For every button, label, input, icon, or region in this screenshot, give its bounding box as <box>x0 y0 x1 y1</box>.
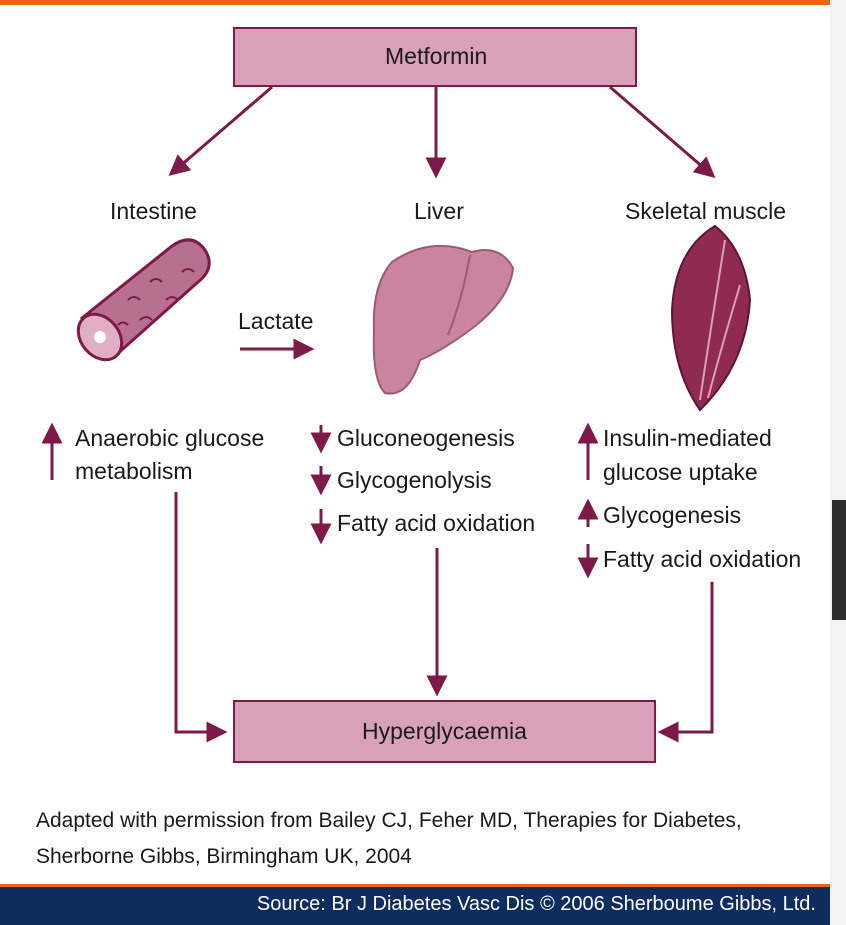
liver-icon <box>374 246 513 394</box>
hyperglycaemia-label: Hyperglycaemia <box>362 716 527 746</box>
liver-label: Liver <box>414 196 464 226</box>
muscle-effect-insulin-line2: glucose uptake <box>603 457 758 487</box>
arrow-metformin-muscle <box>610 87 712 175</box>
arrow-muscle-to-hyperglycaemia <box>662 582 712 732</box>
intestine-effect-line1: Anaerobic glucose <box>75 423 264 453</box>
muscle-effect-glycogenesis: Glycogenesis <box>603 500 741 530</box>
skeletal-muscle-icon <box>672 226 750 410</box>
metformin-label: Metformin <box>385 41 487 71</box>
source-footer: Source: Br J Diabetes Vasc Dis © 2006 Sh… <box>0 884 830 925</box>
arrow-intestine-to-hyperglycaemia <box>176 492 223 732</box>
liver-effect-glycogenolysis: Glycogenolysis <box>337 465 492 495</box>
skeletal-muscle-label: Skeletal muscle <box>625 196 786 226</box>
citation-caption: Adapted with permission from Bailey CJ, … <box>36 803 826 875</box>
intestine-effect-line2: metabolism <box>75 456 193 486</box>
muscle-effect-fatty-acid: Fatty acid oxidation <box>603 544 801 574</box>
intestine-label: Intestine <box>110 196 197 226</box>
arrow-metformin-intestine <box>172 87 272 173</box>
citation-line-2: Sherborne Gibbs, Birmingham UK, 2004 <box>36 839 826 875</box>
lactate-label: Lactate <box>238 306 313 336</box>
liver-effect-fatty-acid: Fatty acid oxidation <box>337 508 535 538</box>
muscle-effect-insulin-line1: Insulin-mediated <box>603 423 772 453</box>
source-text: Source: Br J Diabetes Vasc Dis © 2006 Sh… <box>257 893 816 916</box>
intestine-icon <box>69 240 209 368</box>
liver-effect-gluconeogenesis: Gluconeogenesis <box>337 423 515 453</box>
citation-line-1: Adapted with permission from Bailey CJ, … <box>36 803 826 839</box>
